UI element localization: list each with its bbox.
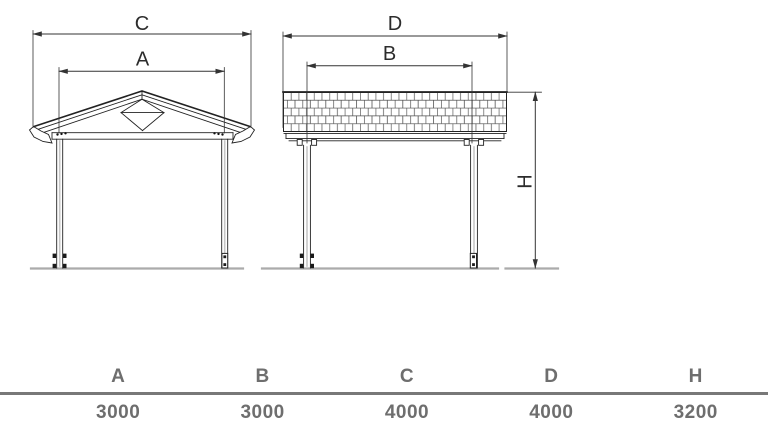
dimension-value-A: 3000	[96, 402, 141, 423]
dimension-C	[32, 30, 252, 127]
post-anchors	[299, 252, 477, 269]
dim-label-C: C	[135, 13, 149, 35]
side-posts	[303, 144, 478, 269]
dimension-value-H: 3200	[673, 402, 718, 423]
roof-shingles	[282, 91, 508, 132]
truss-detail	[120, 98, 165, 132]
post-anchors	[52, 252, 229, 269]
dimension-table-header-row: A B C D H	[0, 366, 768, 395]
dim-label-D: D	[388, 13, 402, 35]
left-eave-cap	[28, 125, 53, 144]
dimension-table-value-row: 3000 3000 4000 4000 3200	[0, 395, 768, 424]
column-header-A: A	[111, 366, 126, 387]
dimension-D	[282, 31, 508, 128]
dimension-value-B: 3000	[240, 402, 285, 423]
column-header-B: B	[255, 366, 270, 387]
front-elevation-view: C A	[28, 13, 256, 270]
dimension-B	[306, 61, 473, 144]
side-elevation-view: D B H	[260, 13, 560, 270]
dimension-table: A B C D H 3000 3000 4000 4000 3200	[0, 366, 768, 424]
fastener-dots	[56, 132, 224, 136]
right-eave-cap	[231, 125, 256, 144]
roof-fascia	[283, 133, 507, 142]
dim-label-H: H	[515, 174, 537, 188]
dim-label-B: B	[383, 43, 396, 65]
technical-drawing: C A	[28, 13, 560, 270]
column-header-D: D	[544, 366, 559, 387]
front-posts	[56, 138, 229, 269]
tie-beam	[51, 132, 234, 140]
column-header-H: H	[688, 366, 703, 387]
dimension-value-C: 4000	[384, 402, 430, 423]
dimension-value-D: 4000	[529, 402, 574, 423]
post-brackets	[296, 139, 485, 146]
dim-label-A: A	[136, 49, 150, 71]
dimension-H	[506, 91, 542, 269]
dimension-A	[58, 67, 225, 134]
column-header-C: C	[399, 366, 415, 387]
